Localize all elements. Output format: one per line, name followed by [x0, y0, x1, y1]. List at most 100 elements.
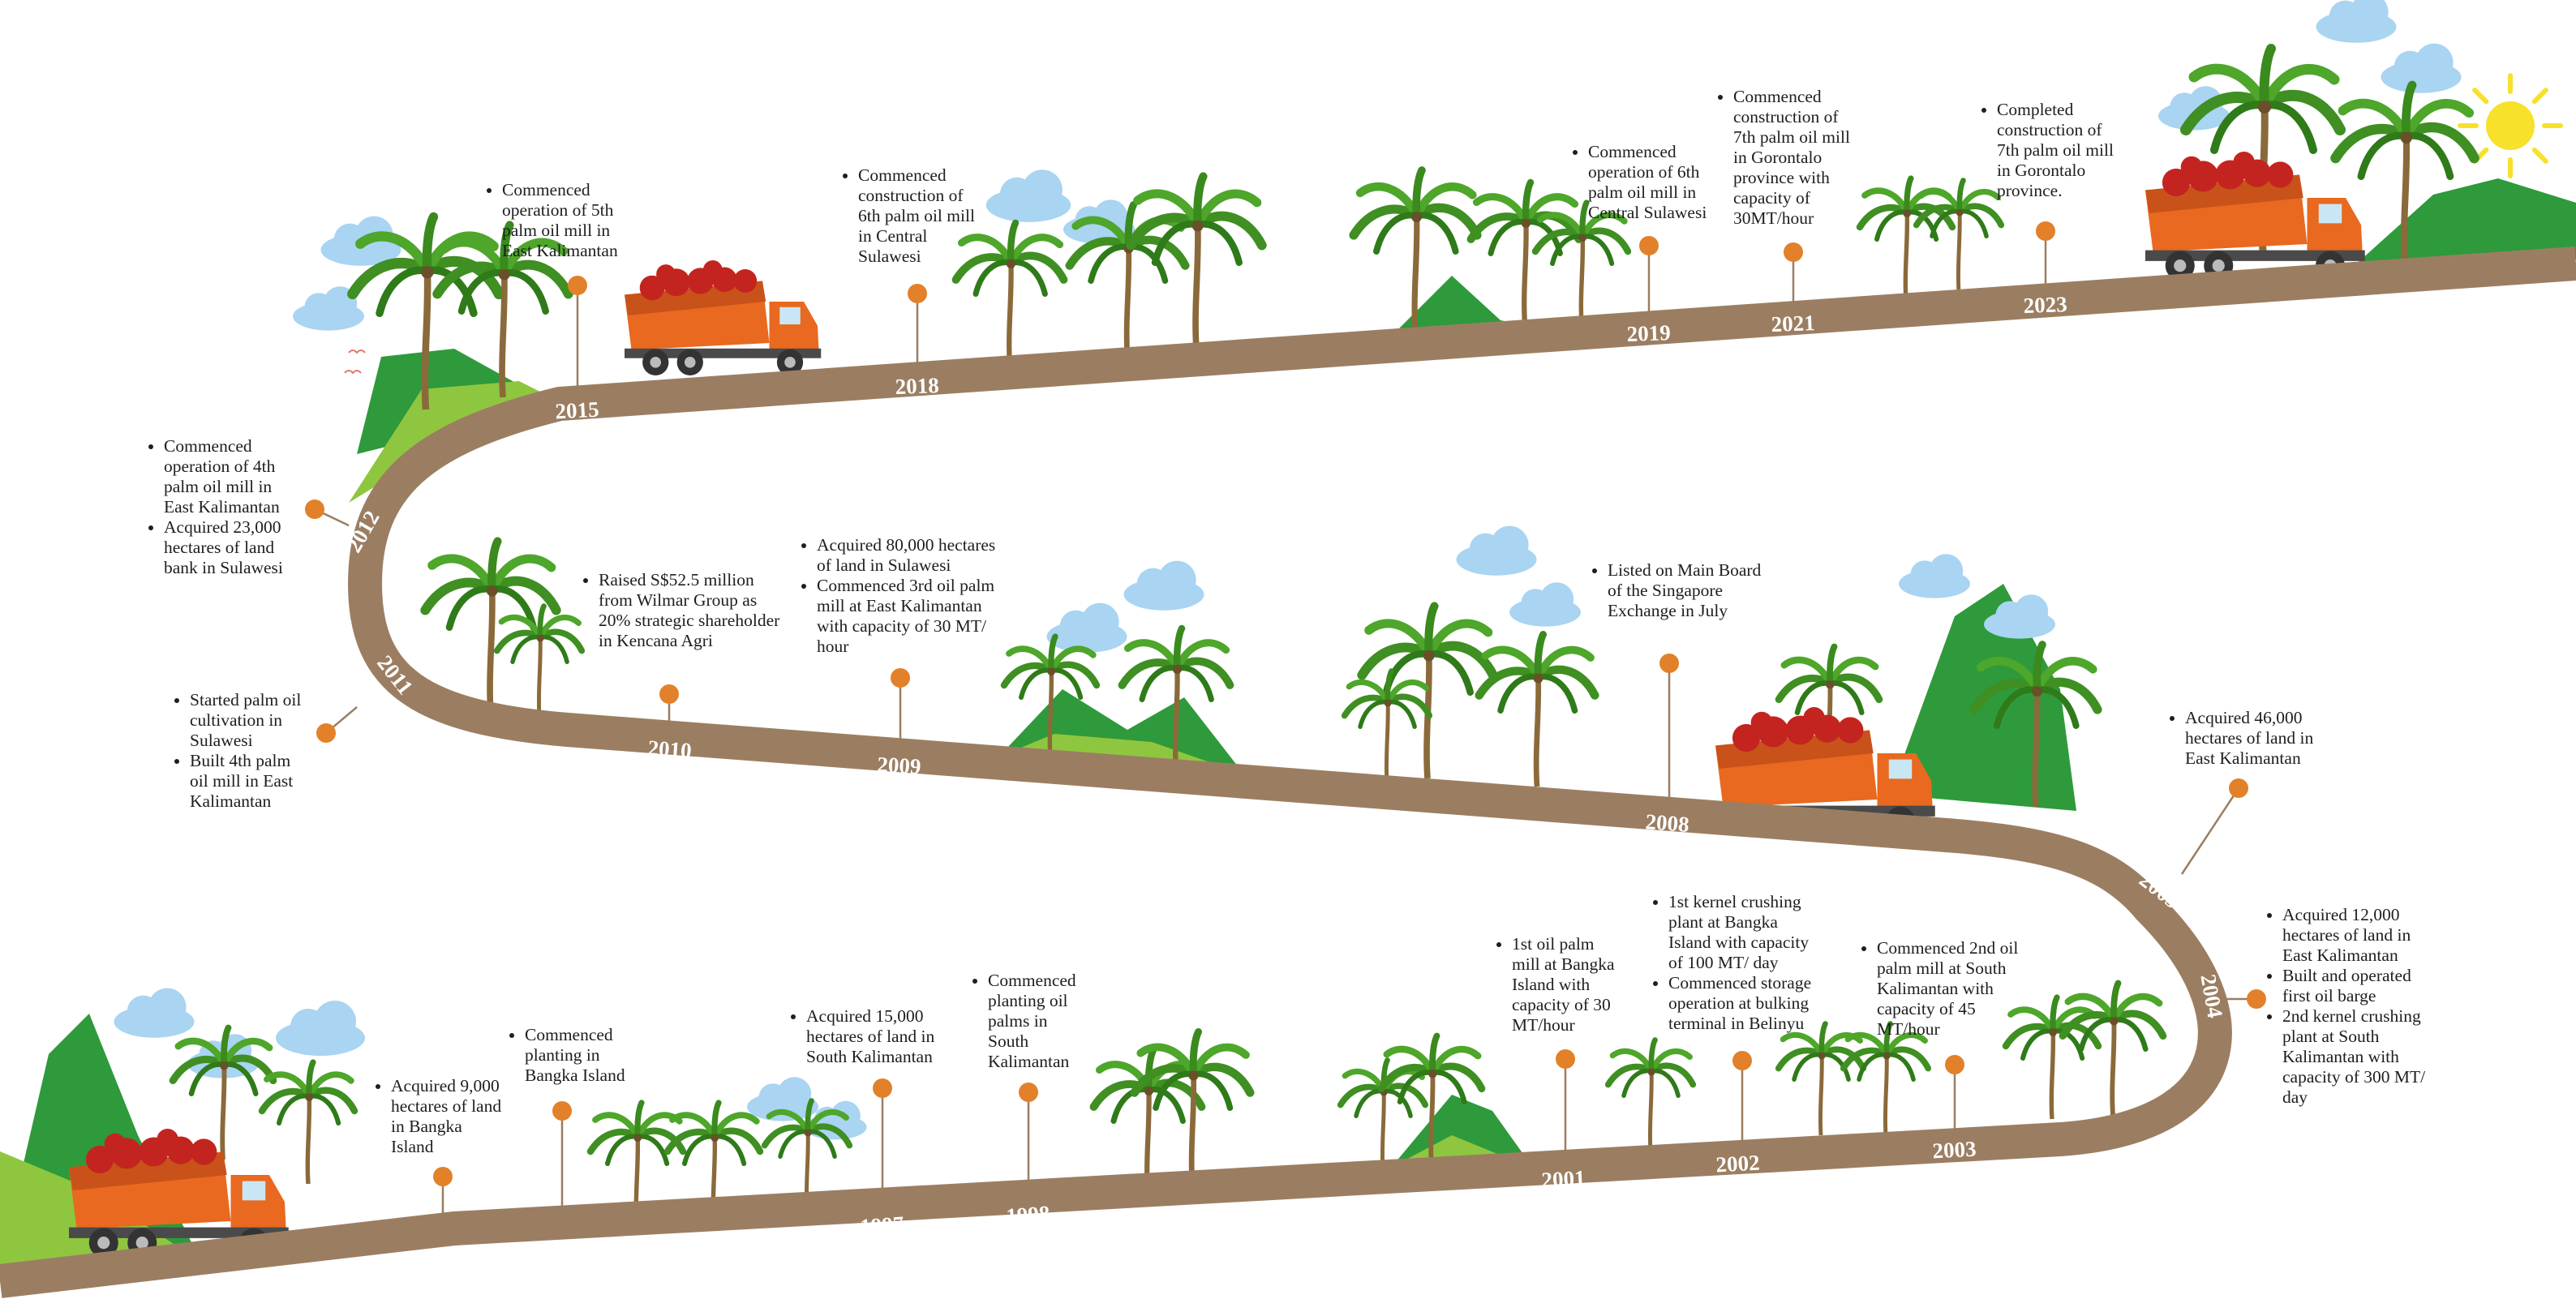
milestone-marker	[1659, 654, 1679, 673]
milestone-marker	[873, 1078, 892, 1098]
bird-icon	[348, 349, 366, 354]
cloud-icon	[985, 169, 1071, 222]
cloud-icon	[1456, 525, 1537, 576]
milestone-note: Acquired 80,000 hectares of land in Sula…	[799, 535, 1010, 657]
year-label: 2008	[1645, 809, 1690, 837]
milestone-item: Commenced planting oil palms in South Ka…	[988, 971, 1092, 1072]
milestone-item: Commenced 2nd oil palm mill at South Kal…	[1877, 938, 2029, 1040]
palm-tree-icon	[1345, 671, 1430, 783]
milestone-note: Acquired 12,000 hectares of land in East…	[2265, 905, 2435, 1108]
palm-tree-icon	[1479, 635, 1595, 787]
year-label: 1996	[539, 1236, 584, 1264]
milestone-item: Commenced planting in Bangka Island	[525, 1025, 629, 1086]
year-label: 1998	[1005, 1201, 1050, 1228]
year-label: 2018	[895, 373, 939, 399]
year-label: 2023	[2023, 292, 2067, 318]
milestone-note: Raised S$52.5 million from Wilmar Group …	[581, 570, 792, 651]
palm-tree-icon	[1608, 1040, 1694, 1152]
milestone-item: Started palm oil cultivation in Sulawesi	[190, 690, 310, 751]
sun-icon	[2486, 101, 2535, 150]
milestone-item: Acquired 15,000 hectares of land in Sout…	[806, 1006, 959, 1067]
milestone-marker	[2229, 778, 2248, 798]
milestone-item: Built 4th palm oil mill in East Kalimant…	[190, 751, 310, 812]
sun-ray	[2472, 88, 2489, 105]
milestone-item: Acquired 12,000 hectares of land in East…	[2282, 905, 2435, 966]
cloud-icon	[1899, 554, 1970, 598]
year-label: 2002	[1715, 1151, 1760, 1177]
milestone-stem	[2180, 787, 2240, 875]
cloud-icon	[1046, 602, 1127, 653]
milestone-note: Commenced operation of 5th palm oil mill…	[484, 180, 626, 261]
milestone-item: Acquired 46,000 hectares of land in East…	[2185, 708, 2329, 769]
year-label: 1995	[412, 1248, 457, 1276]
milestone-item: Completed construction of 7th palm oil m…	[1997, 100, 2117, 201]
milestone-marker	[2247, 989, 2266, 1009]
milestone-marker	[1732, 1051, 1752, 1070]
milestone-note: Commenced operation of 6th palm oil mill…	[1570, 142, 1708, 223]
milestone-item: Commenced storage operation at bulking t…	[1668, 973, 1813, 1034]
milestone-note: Commenced operation of 4th palm oil mill…	[146, 436, 284, 578]
milestone-note: Completed construction of 7th palm oil m…	[1979, 100, 2117, 201]
year-label: 2001	[1541, 1166, 1586, 1193]
milestone-marker	[1019, 1083, 1038, 1102]
milestone-marker	[1639, 236, 1659, 255]
milestone-item: 1st kernel crushing plant at Bangka Isla…	[1668, 892, 1813, 973]
cloud-icon	[1509, 582, 1581, 627]
milestone-item: Commenced 3rd oil palm mill at East Kali…	[817, 576, 1010, 657]
milestone-marker	[305, 500, 324, 519]
milestone-note: Listed on Main Board of the Singapore Ex…	[1590, 560, 1768, 621]
cloud-icon	[2316, 0, 2397, 43]
cloud-icon	[2381, 43, 2462, 93]
milestone-marker	[1945, 1055, 1964, 1074]
dump-truck-icon	[625, 260, 822, 375]
milestone-note: Commenced planting oil palms in South Ka…	[970, 971, 1092, 1072]
cloud-icon	[114, 988, 195, 1038]
cloud-icon	[1123, 560, 1204, 611]
milestone-item: Acquired 23,000 hectares of land bank in…	[164, 517, 284, 578]
milestone-note: Commenced 2nd oil palm mill at South Kal…	[1859, 938, 2029, 1040]
hill-icon	[1395, 276, 1541, 332]
sun-ray	[2531, 88, 2548, 105]
palm-tree-icon	[1471, 182, 1579, 324]
milestone-marker	[316, 723, 336, 743]
marker-stems	[305, 221, 2266, 1241]
year-label: 2010	[647, 735, 693, 763]
milestone-marker	[568, 276, 587, 295]
milestone-item: Acquired 9,000 hectares of land in Bangk…	[391, 1076, 503, 1157]
milestone-item: Commenced operation of 5th palm oil mill…	[502, 180, 626, 261]
year-label: 2015	[555, 397, 599, 424]
hill-icon	[2352, 178, 2576, 268]
milestone-marker	[908, 284, 927, 303]
milestone-note: Commenced construction of 7th palm oil m…	[1715, 87, 1861, 229]
dump-truck-icon	[2145, 152, 2365, 281]
milestone-note: Acquired 15,000 hectares of land in Sout…	[788, 1006, 959, 1067]
milestone-note: Acquired 46,000 hectares of land in East…	[2167, 708, 2329, 769]
year-label: 2021	[1771, 311, 1815, 337]
milestone-note: 1st oil palm mill at Bangka Island with …	[1494, 934, 1616, 1035]
milestone-item: Raised S$52.5 million from Wilmar Group …	[599, 570, 792, 651]
milestone-note: Commenced construction of 6th palm oil m…	[840, 165, 982, 267]
milestone-item: Commenced operation of 4th palm oil mill…	[164, 436, 284, 517]
milestone-note: Started palm oil cultivation in Sulawesi…	[172, 690, 310, 812]
bird-icon	[344, 370, 362, 375]
milestone-marker	[433, 1167, 453, 1186]
milestone-marker	[552, 1101, 572, 1121]
year-label: 1997	[859, 1211, 904, 1239]
year-label: 2003	[1932, 1137, 1977, 1164]
milestone-note: Commenced planting in Bangka Island	[507, 1025, 629, 1086]
sun-ray	[2531, 147, 2548, 164]
milestone-item: Acquired 80,000 hectares of land in Sula…	[817, 535, 1010, 576]
palm-tree-icon	[497, 607, 582, 718]
milestone-note: Acquired 9,000 hectares of land in Bangk…	[373, 1076, 503, 1157]
palm-tree-icon	[1860, 178, 1952, 300]
year-label: 2019	[1626, 320, 1671, 346]
timeline-road	[0, 247, 2576, 1298]
milestone-item: 1st oil palm mill at Bangka Island with …	[1512, 934, 1616, 1035]
milestone-item: Commenced operation of 6th palm oil mill…	[1588, 142, 1708, 223]
cloud-icon	[276, 1001, 365, 1056]
milestone-marker	[659, 684, 679, 704]
palm-tree-icon	[1131, 177, 1262, 349]
milestone-item: Listed on Main Board of the Singapore Ex…	[1608, 560, 1768, 621]
